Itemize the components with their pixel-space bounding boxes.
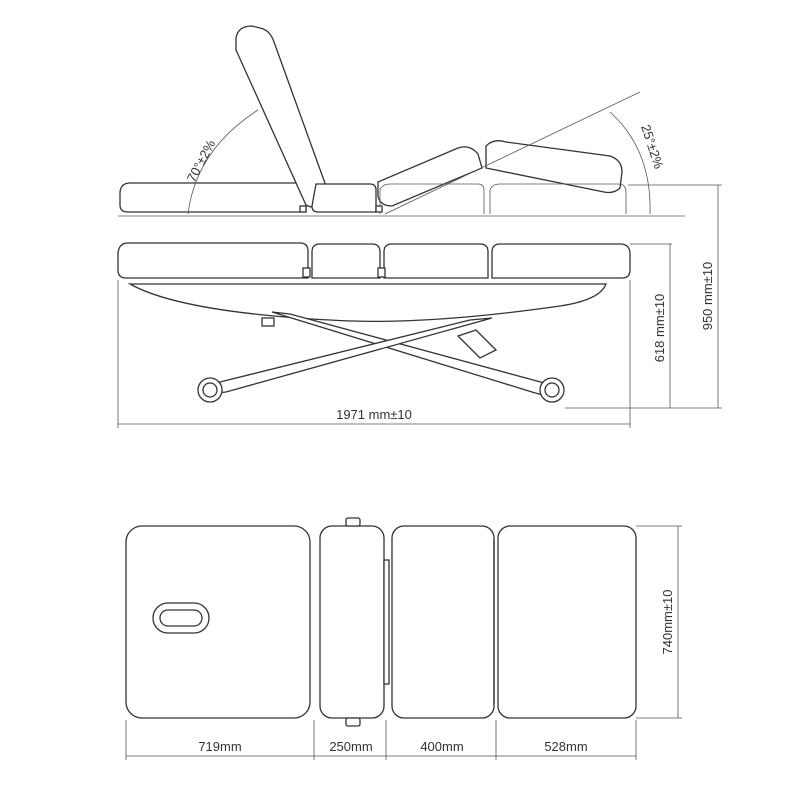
leg-angle-arc [609, 111, 651, 215]
head-section [125, 525, 311, 719]
side-rail [383, 559, 390, 685]
scissor-leg-a [271, 311, 553, 397]
scissor-leg-b [211, 317, 493, 393]
bracket [261, 317, 275, 327]
hinge-block [377, 267, 386, 278]
flat-side-view: 618 mm±10 950 mm±10 1971 mm±10 [117, 184, 722, 428]
cushion-mid [383, 243, 489, 279]
hinge-mark [299, 205, 307, 213]
section-length-seat: 250mm [329, 739, 372, 754]
wheel-left-icon [197, 377, 223, 403]
cushion-seat [311, 243, 381, 279]
wheel-right-icon [539, 377, 565, 403]
seat-section [319, 525, 385, 719]
cushion-head [117, 242, 309, 279]
max-height-label: 950 mm±10 [700, 262, 715, 331]
seat-cushion [311, 183, 377, 213]
base-frame [127, 283, 607, 323]
mid-section [391, 525, 495, 719]
foot-section [497, 525, 637, 719]
backrest-raised [235, 25, 327, 209]
section-length-mid: 400mm [420, 739, 463, 754]
cushion-foot [491, 243, 631, 279]
section-length-foot: 528mm [544, 739, 587, 754]
leg-cushion-upper [377, 146, 483, 207]
seat-handle-bottom [345, 717, 361, 727]
articulated-side-view: 70°±2% 25°±2% [118, 25, 685, 217]
width-label: 740mm±10 [660, 590, 675, 655]
seat-handle-top [345, 517, 361, 527]
top-view: 740mm±10 719mm 250mm 400mm 528mm [125, 517, 682, 760]
hinge-mark [375, 205, 383, 213]
wheel-left-hub [202, 382, 218, 398]
leg-flat-outline-1 [379, 183, 485, 214]
face-hole-outer [152, 602, 210, 634]
total-length-label: 1971 mm±10 [336, 407, 412, 422]
hinge-block [302, 267, 311, 278]
leg-angle-ref [384, 91, 641, 215]
backrest-angle-arc [187, 109, 259, 215]
leg-angle-label: 25°±2% [638, 123, 666, 171]
min-height-label: 618 mm±10 [652, 294, 667, 363]
leg-flat-outline-2 [489, 183, 627, 214]
leg-cushion-lower [485, 140, 623, 194]
section-length-head: 719mm [198, 739, 241, 754]
backrest-angle-label: 70°±2% [184, 137, 219, 185]
wheel-right-hub [544, 382, 560, 398]
actuator [456, 329, 498, 359]
head-cushion [119, 182, 307, 213]
face-hole-inner [159, 609, 203, 627]
